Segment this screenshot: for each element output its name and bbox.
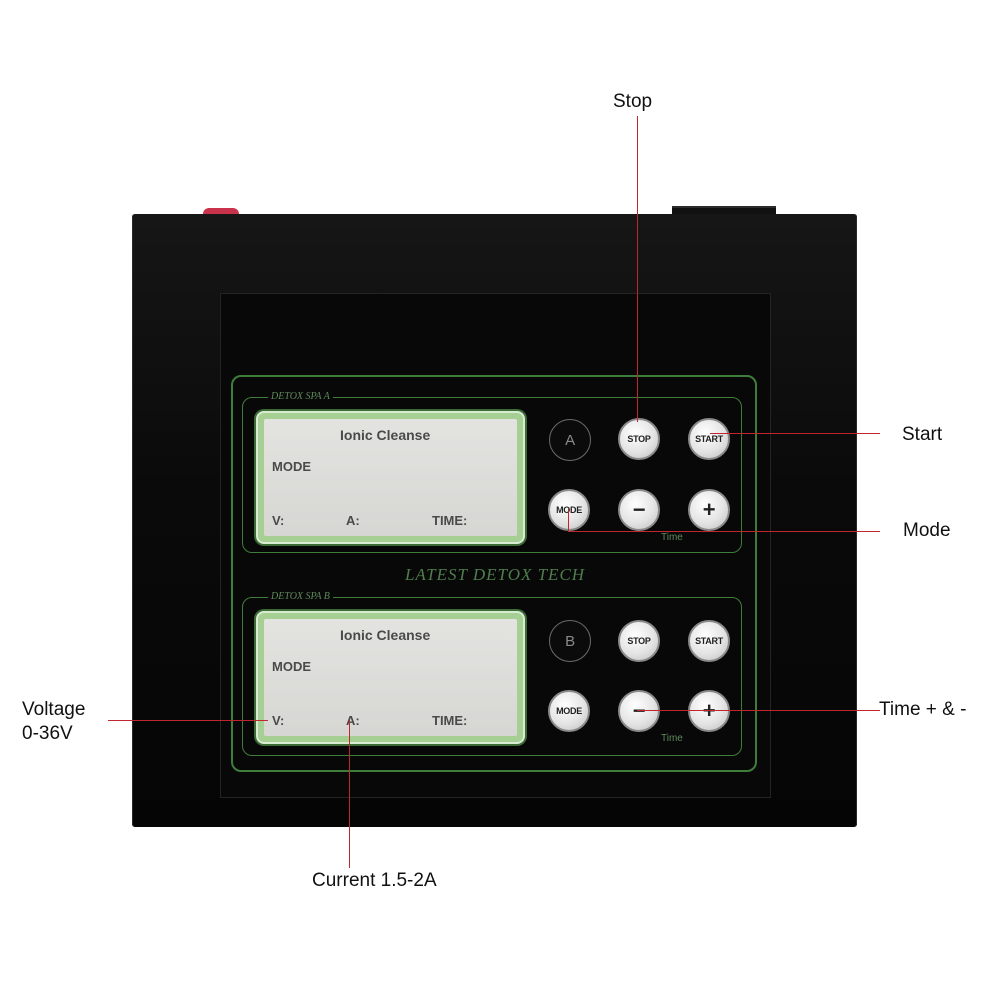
spa-a-label: DETOX SPA A: [268, 391, 333, 402]
stop-button-a[interactable]: STOP: [618, 418, 660, 460]
latest-detox-tech-label: LATEST DETOX TECH: [404, 565, 586, 584]
time-callout-label: Time + & -: [879, 699, 967, 720]
control-panel-border: [231, 375, 757, 772]
spa-b-label: DETOX SPA B: [268, 591, 333, 602]
channel-b-indicator: B: [549, 620, 591, 662]
voltage-callout-label: Voltage: [22, 699, 86, 720]
current-callout-line: [349, 720, 350, 868]
lcd-a-time: TIME:: [432, 513, 468, 528]
lcd-screen-b: Ionic Cleanse MODE V: A: TIME:: [256, 611, 525, 744]
lcd-a-mode: MODE: [272, 459, 311, 474]
lcd-a-voltage: V:: [272, 513, 285, 528]
stop-callout-label: Stop: [613, 91, 653, 112]
time-callout-line: [637, 710, 880, 711]
lcd-display-a: Ionic Cleanse MODE V: A: TIME:: [264, 419, 517, 536]
start-button-a[interactable]: START: [688, 418, 730, 460]
stop-callout-line: [637, 116, 638, 422]
voltage-callout-line: [108, 720, 268, 721]
time-label-b: Time: [661, 733, 683, 744]
lcd-a-title: Ionic Cleanse: [340, 427, 431, 443]
time-plus-button-a[interactable]: +: [688, 489, 730, 531]
mode-callout-label: Mode: [903, 520, 951, 541]
mode-button-b[interactable]: MODE: [548, 690, 590, 732]
stop-button-b[interactable]: STOP: [618, 620, 660, 662]
top-port: [672, 206, 776, 216]
time-minus-button-a[interactable]: −: [618, 489, 660, 531]
lcd-b-time: TIME:: [432, 713, 468, 728]
lcd-a-current: A:: [346, 513, 360, 528]
time-plus-button-b[interactable]: +: [688, 690, 730, 732]
spa-a-panel: [242, 397, 742, 553]
start-button-b[interactable]: START: [688, 620, 730, 662]
mode-callout-line: [568, 531, 880, 532]
time-minus-button-b[interactable]: −: [618, 690, 660, 732]
lcd-b-mode: MODE: [272, 659, 311, 674]
voltage-range-label: 0-36V: [22, 723, 73, 744]
lcd-display-b: Ionic Cleanse MODE V: A: TIME:: [264, 619, 517, 736]
power-indicator: [203, 208, 239, 217]
lcd-screen-a: Ionic Cleanse MODE V: A: TIME:: [256, 411, 525, 544]
mode-callout-line-vertical: [568, 509, 569, 531]
current-callout-label: Current 1.5-2A: [312, 870, 437, 891]
start-callout-label: Start: [902, 424, 943, 445]
channel-a-indicator: A: [549, 419, 591, 461]
lcd-b-title: Ionic Cleanse: [340, 627, 431, 643]
lcd-b-voltage: V:: [272, 713, 285, 728]
spa-b-panel: [242, 597, 742, 756]
time-label-a: Time: [661, 532, 683, 543]
start-callout-line: [710, 433, 880, 434]
mode-button-a[interactable]: MODE: [548, 489, 590, 531]
